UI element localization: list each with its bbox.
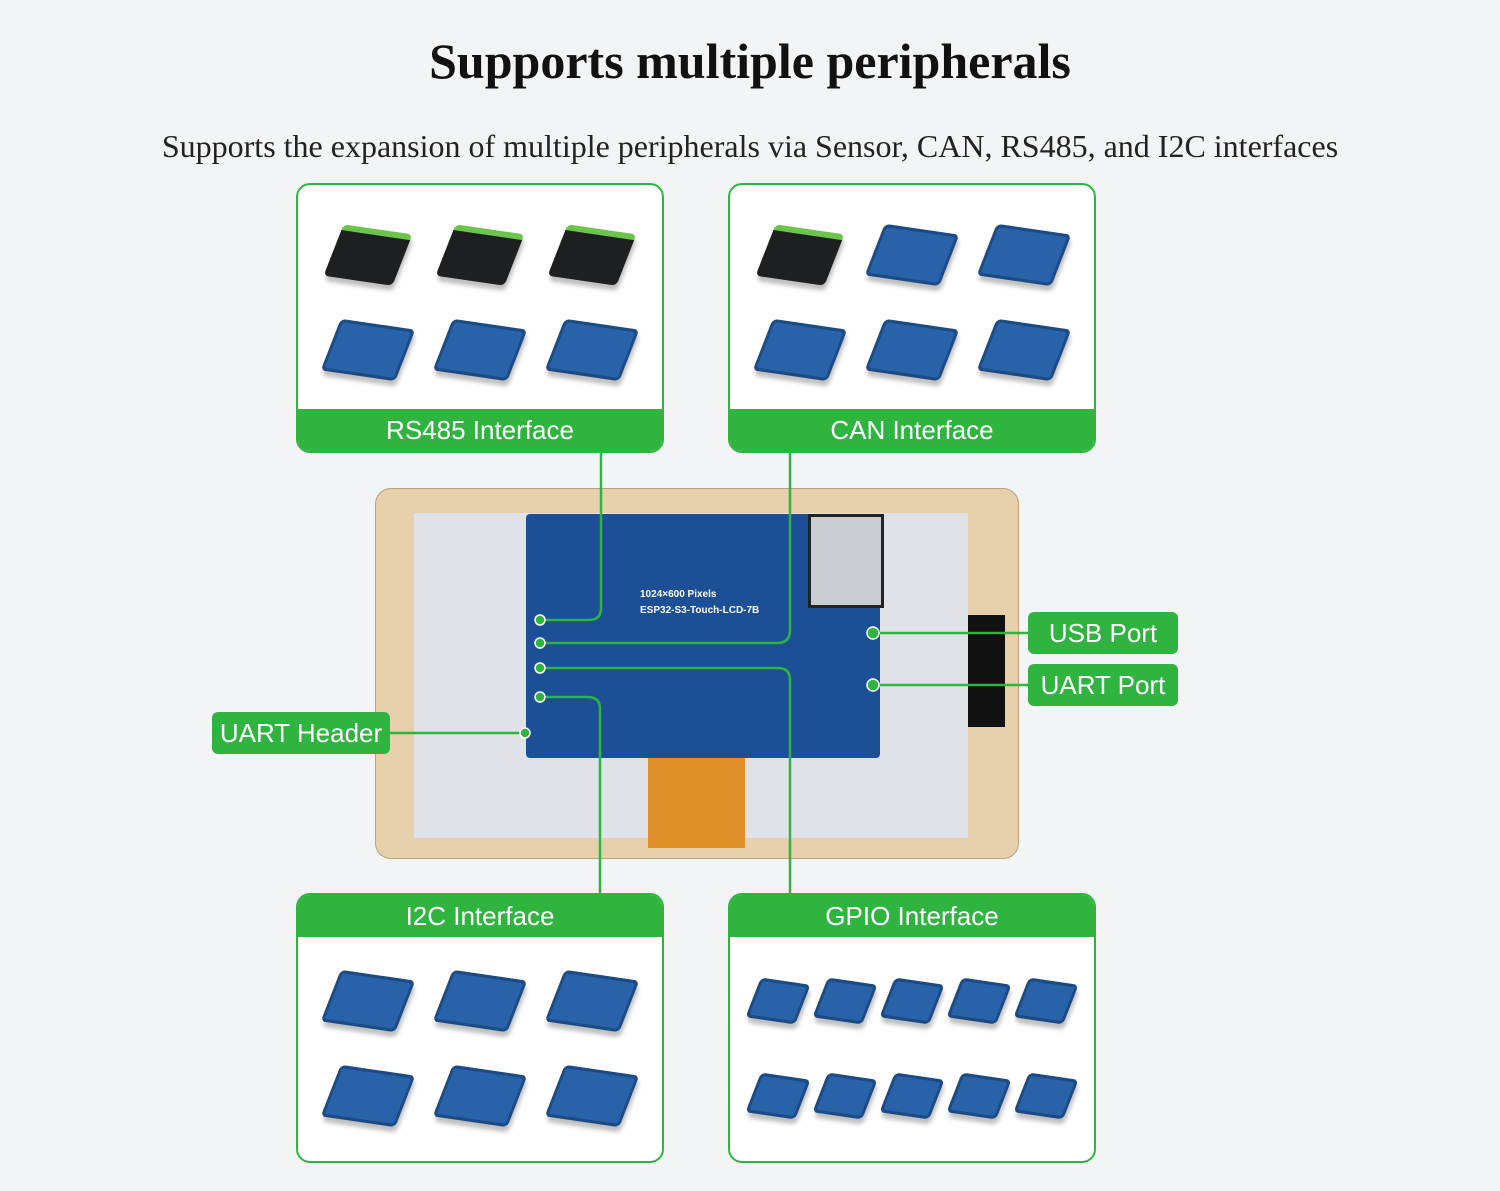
board-resolution: 1024×600 Pixels — [640, 589, 717, 600]
flex-cable — [648, 758, 745, 848]
card-i2c: I2C Interface — [296, 893, 664, 1163]
uart-header-tag: UART Header — [212, 712, 390, 754]
board-model: ESP32-S3-Touch-LCD-7B — [640, 605, 760, 616]
card-label: GPIO Interface — [730, 895, 1094, 937]
page-title: Supports multiple peripherals — [429, 33, 1071, 89]
card-label: CAN Interface — [730, 409, 1094, 451]
uart-port-tag: UART Port — [1028, 664, 1178, 706]
card-gpio: GPIO Interface — [728, 893, 1096, 1163]
card-label: RS485 Interface — [298, 409, 662, 451]
card-can: CAN Interface — [728, 183, 1096, 453]
usb-port-tag: USB Port — [1028, 612, 1178, 654]
esp32-module — [808, 514, 884, 608]
page-subtitle: Supports the expansion of multiple perip… — [161, 128, 1339, 164]
card-label: I2C Interface — [298, 895, 662, 937]
card-rs485: RS485 Interface — [296, 183, 664, 453]
